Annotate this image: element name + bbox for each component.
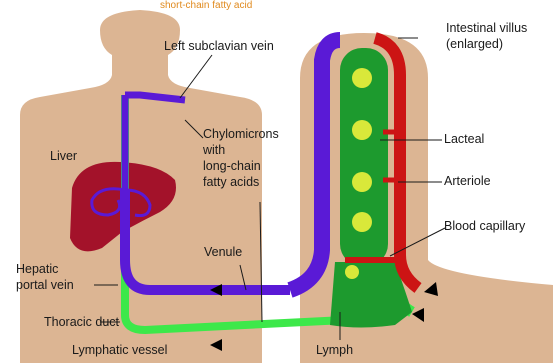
lymph-label: Lymph <box>316 343 353 357</box>
chylomicrons-label-3: long-chain <box>203 159 261 173</box>
lacteal-label: Lacteal <box>444 132 484 146</box>
arteriole-label: Arteriole <box>444 174 491 188</box>
intestinal-villus-label: Intestinal villus <box>446 21 527 35</box>
liver-label: Liver <box>50 149 77 163</box>
chylomicrons-label-4: fatty acids <box>203 175 259 189</box>
chylomicrons-label-1: Chylomicrons <box>203 127 279 141</box>
thoracic-duct-label: Thoracic duct <box>44 315 120 329</box>
hepatic-portal-vein-label-2: portal vein <box>16 278 74 292</box>
intestinal-villus-sub-label: (enlarged) <box>446 37 503 51</box>
hepatic-portal-vein-label-1: Hepatic <box>16 262 58 276</box>
lymphatic-vessel-label: Lymphatic vessel <box>72 343 167 357</box>
top-partial-label: short-chain fatty acid <box>160 0 252 11</box>
blood-capillary-label: Blood capillary <box>444 219 526 233</box>
venule-label: Venule <box>204 245 242 259</box>
chylomicrons-label-2: with <box>202 143 225 157</box>
left-subclavian-vein-label: Left subclavian vein <box>164 39 274 53</box>
